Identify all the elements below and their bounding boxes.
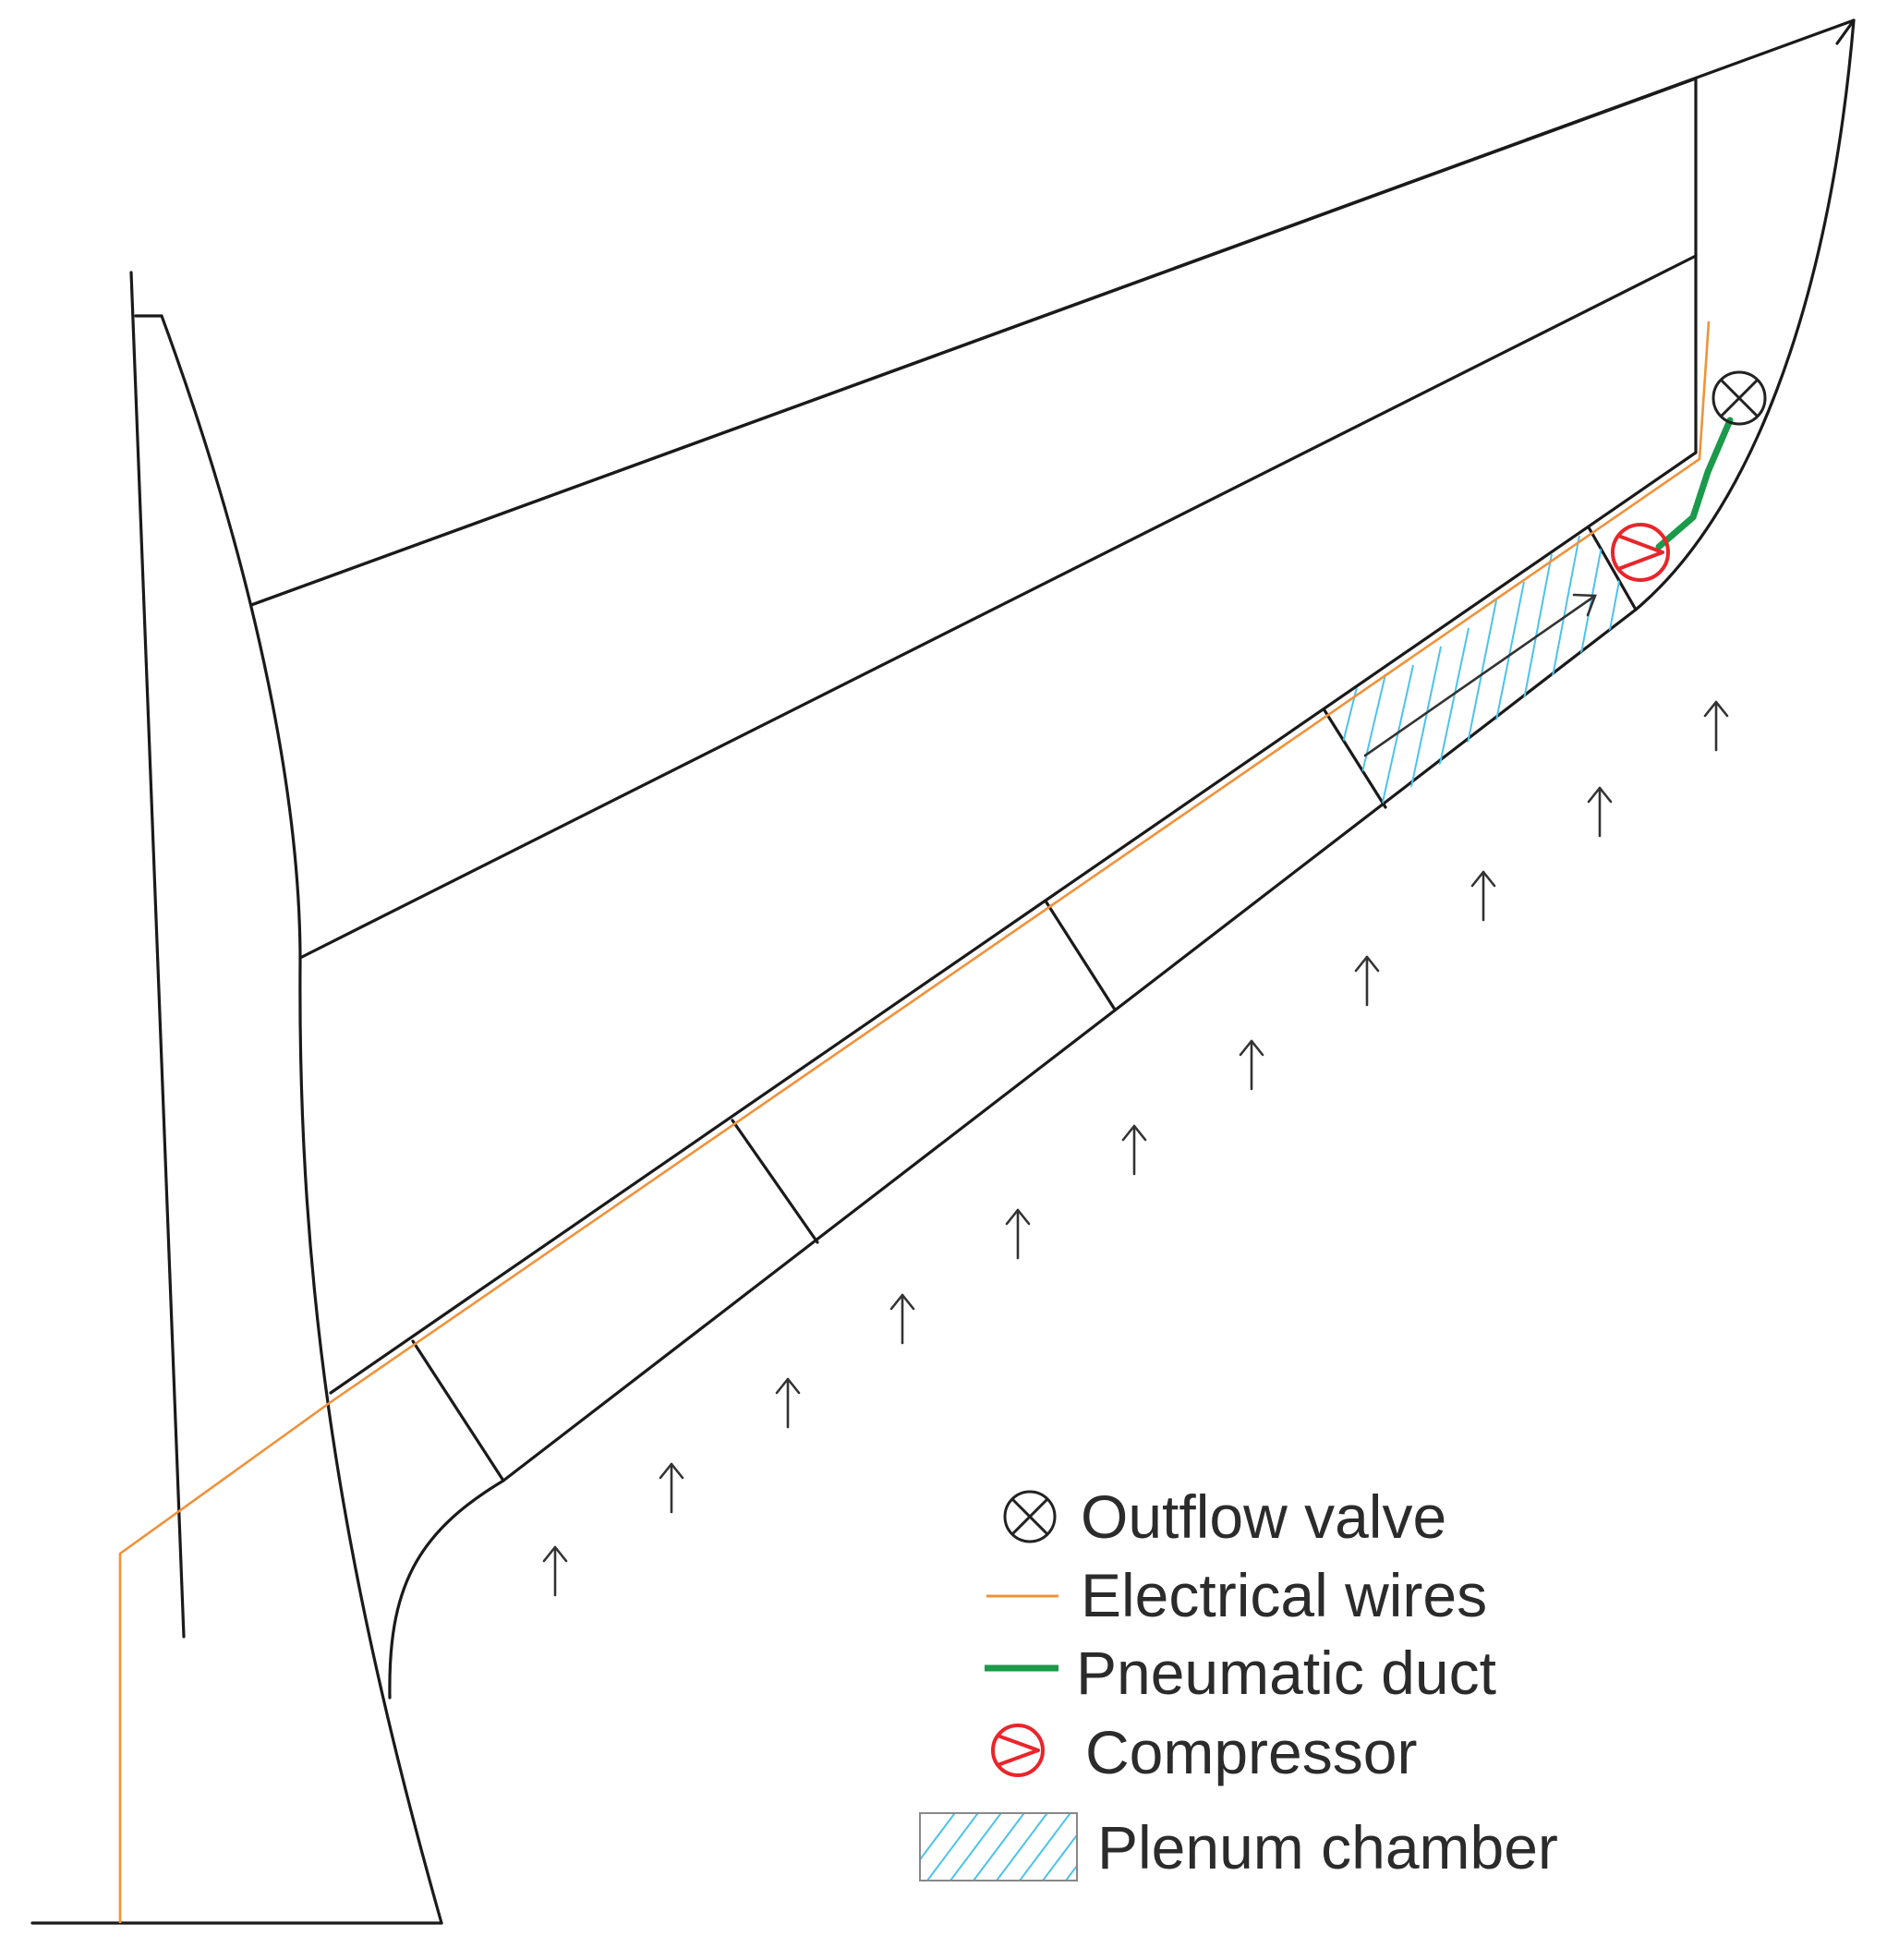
rib-4 [1323,708,1387,809]
airflow-arrow [889,1293,915,1345]
legend-item-compressor: Compressor [991,1718,1417,1786]
upper-spar [249,77,1698,607]
compressor-symbol-icon [991,1724,1045,1777]
airflow-arrow [775,1377,801,1429]
legend-item-electrical-wires: Electrical wires [986,1561,1487,1629]
rib-2 [731,1119,819,1244]
plenum-flow-arrow [1363,593,1597,757]
pneumatic-duct [1655,417,1734,550]
wing-lower-skin [502,608,1638,1482]
legend-item-outflow-valve: Outflow valve [1003,1482,1446,1551]
legend-item-pneumatic-duct: Pneumatic duct [985,1639,1496,1707]
middle-spar [298,254,1698,960]
electrical-wires [118,321,1711,1923]
airflow-arrow [1005,1208,1031,1260]
lower-spar [329,451,1698,1395]
rib-5 [1587,526,1638,611]
legend-label-compressor: Compressor [1085,1718,1417,1786]
fuselage-right-curve [160,314,443,1925]
airflow-arrow [1587,786,1613,838]
legend-label-pneumatic-duct: Pneumatic duct [1076,1639,1496,1707]
airflow-arrow [542,1545,568,1597]
airflow-arrow [1703,700,1729,752]
rib-3 [1045,901,1117,1011]
legend-item-plenum-chamber: Plenum chamber [919,1812,1558,1881]
legend-label-outflow-valve: Outflow valve [1081,1482,1446,1551]
wing-structure [30,18,1856,1925]
wing-tip-curve [1634,18,1856,611]
crossed-circle-icon [1003,1490,1057,1543]
airflow-arrow [1354,955,1380,1007]
hatched-rectangle-icon [919,1812,1078,1881]
airflow-arrow [659,1462,684,1514]
airflow-arrow [1121,1124,1147,1176]
airflow-arrow [1239,1039,1264,1091]
compressor-icon [1611,523,1670,582]
legend-label-plenum-chamber: Plenum chamber [1097,1813,1558,1881]
wing-root-fillet [388,1479,505,1700]
fuselage-left-line [129,271,186,1639]
rib-1 [411,1339,505,1482]
wingtip-edge [1835,18,1856,45]
legend: Outflow valve Electrical wires Pneumatic… [919,1482,1558,1881]
airflow-arrow [1470,870,1496,922]
airflow-arrows [542,700,1729,1597]
outflow-valve-icon [1712,370,1767,426]
legend-label-electrical-wires: Electrical wires [1081,1561,1487,1629]
